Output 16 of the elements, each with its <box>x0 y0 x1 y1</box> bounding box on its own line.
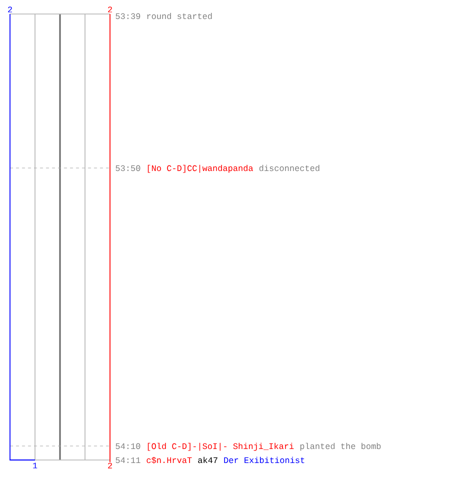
event-text: round started <box>147 12 212 20</box>
axis-number: 2 <box>8 6 12 12</box>
weapon-name: ak47 <box>198 456 218 464</box>
event-time: 53:50 <box>116 165 140 172</box>
event-text: planted the bomb <box>300 442 381 451</box>
axis-number: 2 <box>108 462 112 468</box>
event-time: 53:39 <box>116 13 140 20</box>
player-name: [Old C-D]-|SoI|- Shinji_Ikari <box>148 442 294 451</box>
event-text: disconnected <box>259 164 320 172</box>
event-time: 54:11 <box>116 457 140 464</box>
player-name: [No C-D]CC|wandapanda <box>148 164 254 173</box>
event-time: 54:10 <box>116 443 140 450</box>
player-name: Der Exibitionist <box>224 456 304 464</box>
player-name: c$n.HrvaT <box>146 456 192 464</box>
axis-number: 2 <box>108 6 112 12</box>
axis-number: 1 <box>33 462 38 468</box>
